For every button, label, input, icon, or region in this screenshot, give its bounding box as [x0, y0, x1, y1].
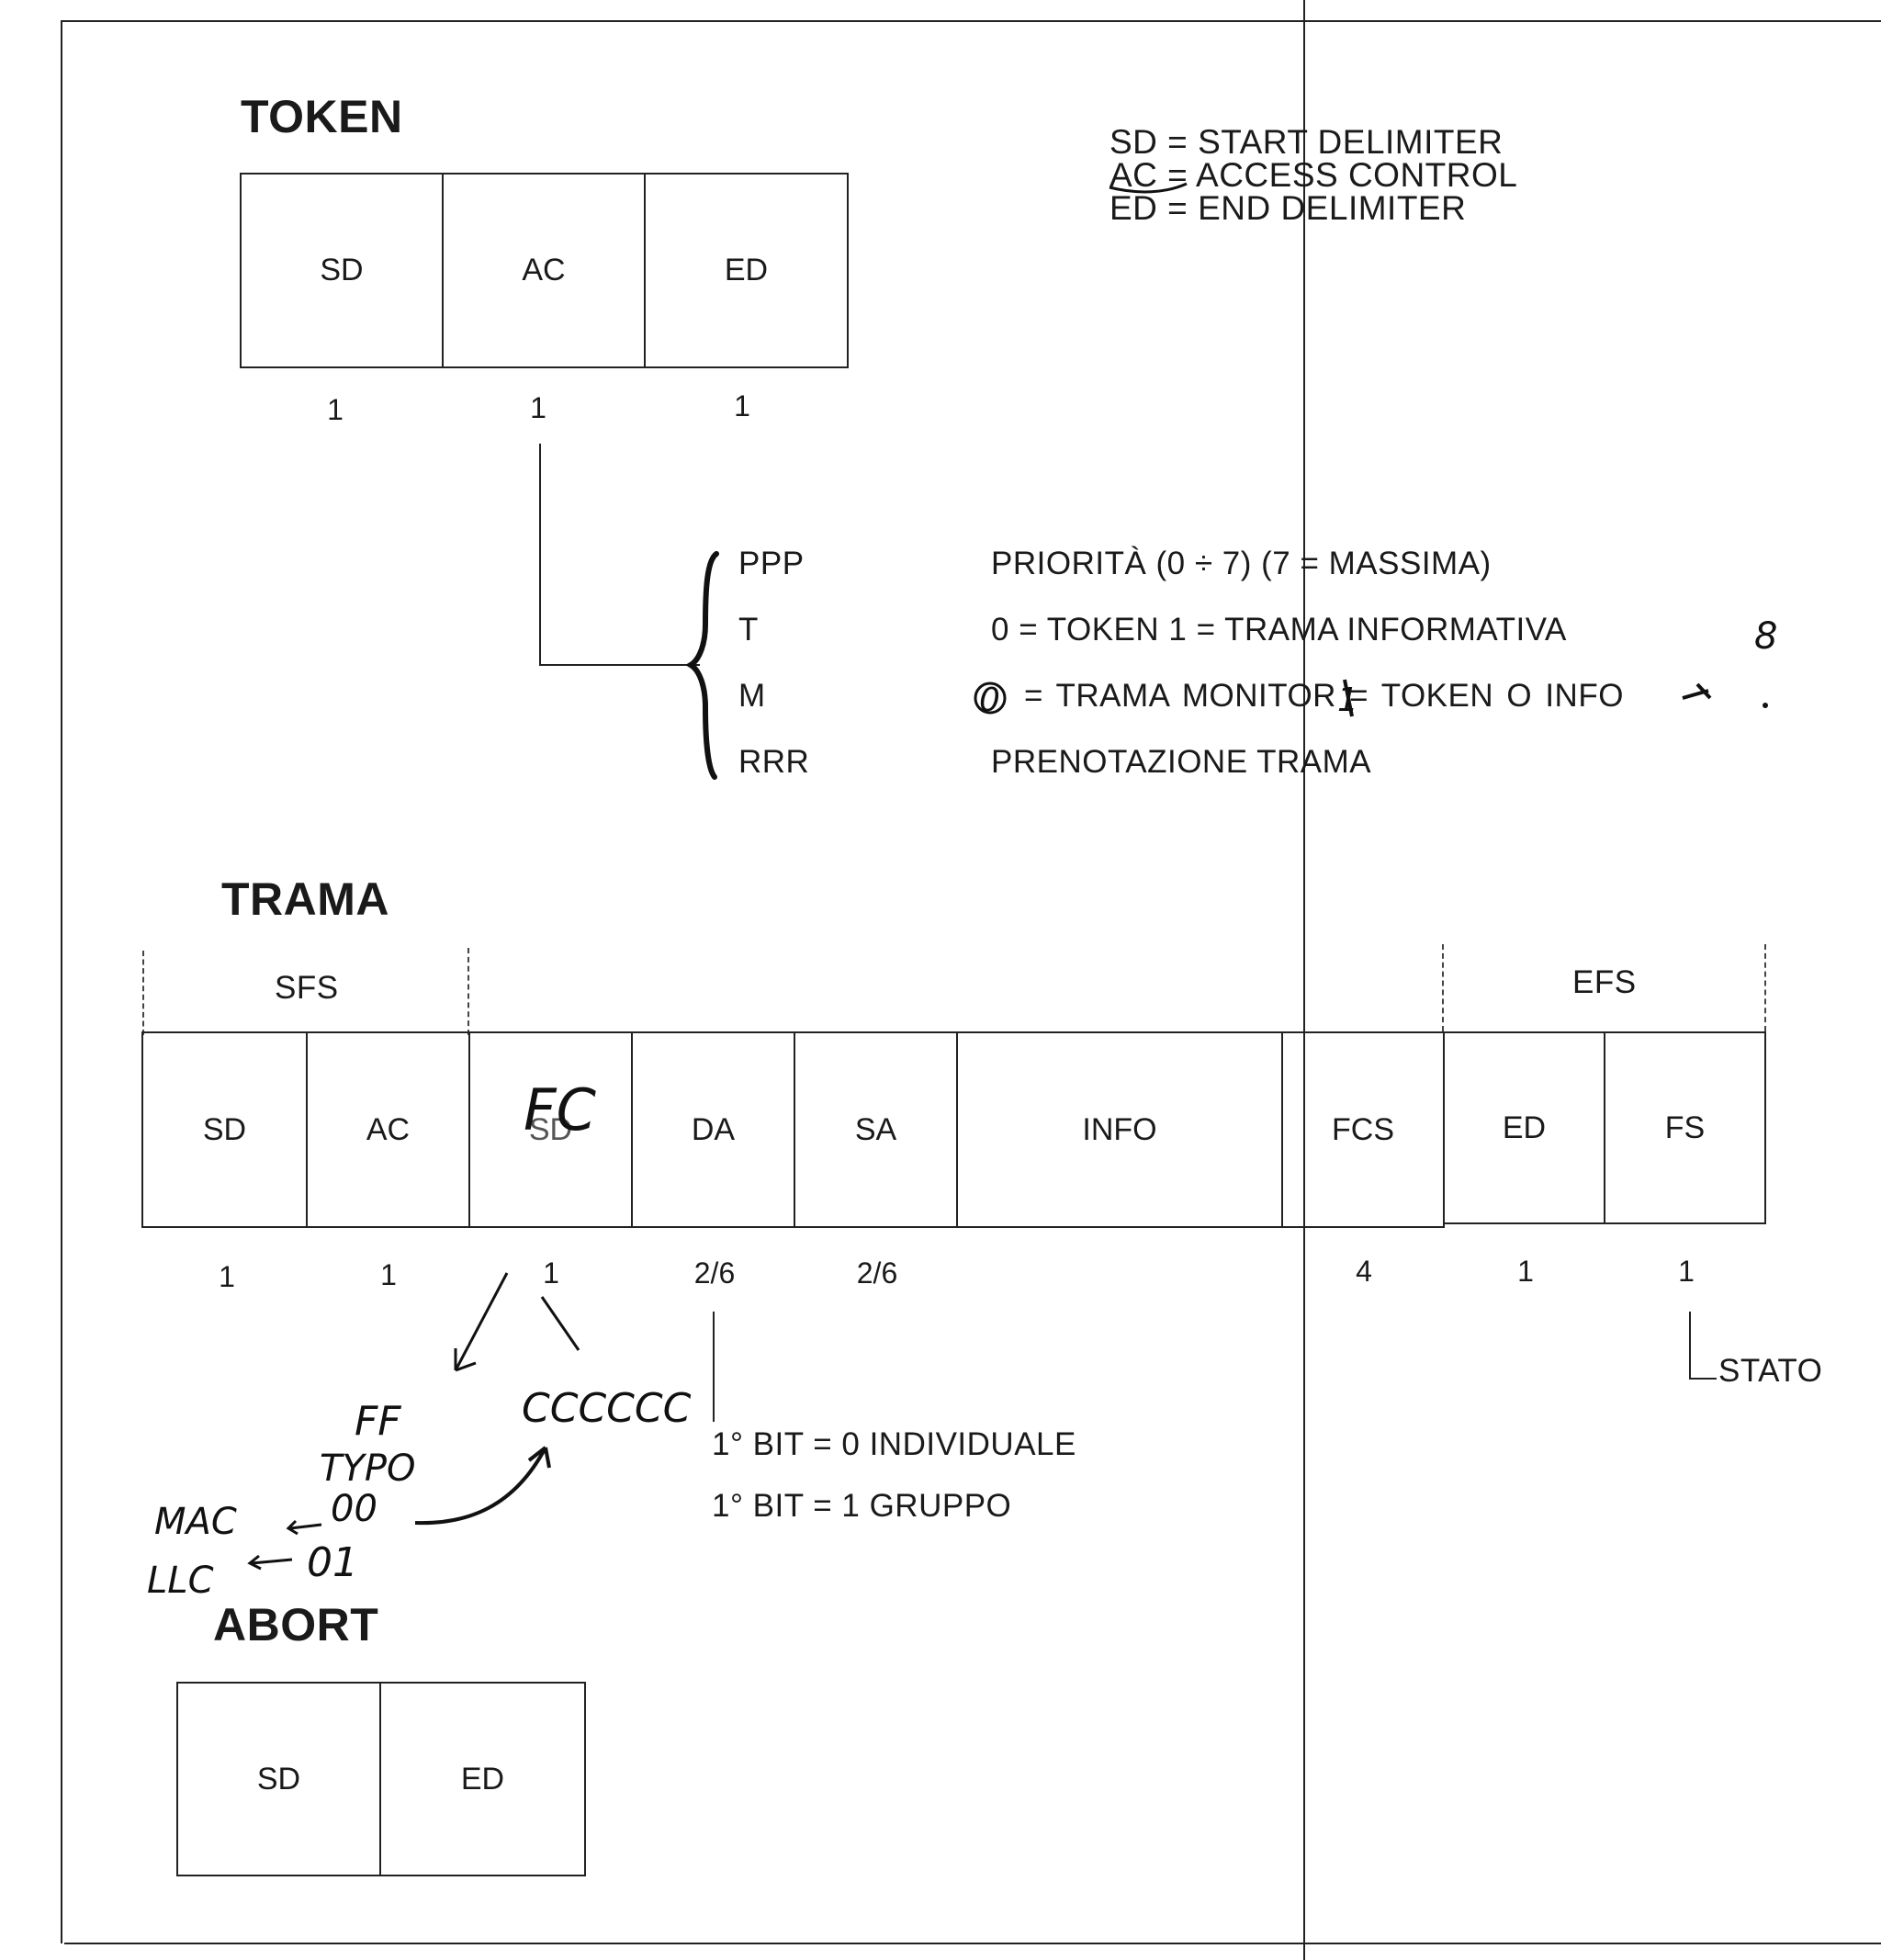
- info-dot: [1763, 703, 1768, 708]
- hw-fc: FC: [524, 1076, 597, 1143]
- ac-desc-t: 0 = TOKEN 1 = TRAMA INFORMATIVA: [991, 612, 1567, 648]
- trama-size-sd: 1: [219, 1260, 235, 1293]
- hw-mark-8: 8: [1754, 615, 1777, 658]
- stato-label: STATO: [1718, 1353, 1823, 1389]
- trama-field-sd-label: SD: [202, 1111, 247, 1147]
- abort-field-ed: ED: [379, 1682, 586, 1876]
- hw-typo: TYPO: [320, 1447, 415, 1490]
- address-bit-individual: 1° BIT = 0 INDIVIDUALE: [712, 1426, 1076, 1462]
- trama-size-fs: 1: [1678, 1255, 1695, 1288]
- llc-small-arrow: [247, 1554, 293, 1571]
- page-bottom-border: [64, 1943, 1881, 1944]
- efs-label: EFS: [1572, 964, 1637, 1000]
- hw-mac: MAC: [154, 1501, 237, 1543]
- mac-curve-arrow-head: [527, 1446, 551, 1469]
- sfs-label: SFS: [275, 970, 339, 1006]
- access-control-brace: [685, 551, 719, 780]
- info-arrow-mark: [1682, 682, 1712, 700]
- trama-field-fcs-label: FCS: [1332, 1111, 1394, 1147]
- fc-arrow-left: [454, 1272, 509, 1371]
- m-zero-circle: [974, 681, 1007, 715]
- sfs-dash-right: [467, 948, 469, 1035]
- token-size-sd: 1: [327, 393, 344, 426]
- trama-size-sa: 2/6: [856, 1256, 898, 1290]
- legend-ed: ED = END DELIMITER: [1109, 189, 1467, 227]
- page-fold-line: [1303, 0, 1305, 1960]
- hw-00: 00: [331, 1488, 377, 1530]
- hw-m-zero: 0: [979, 681, 1000, 719]
- abort-field-ed-label: ED: [460, 1761, 505, 1797]
- stato-connector-horizontal: [1689, 1378, 1717, 1380]
- address-bit-group: 1° BIT = 1 GRUPPO: [712, 1488, 1012, 1524]
- trama-field-fs-label: FS: [1664, 1110, 1706, 1145]
- trama-size-fc: 1: [543, 1256, 559, 1290]
- token-field-sd-label: SD: [320, 253, 364, 287]
- ac-code-m: M: [738, 678, 766, 714]
- abort-field-sd-label: SD: [256, 1761, 301, 1797]
- fc-arrow-left-head: [454, 1348, 477, 1372]
- page-left-border: [61, 20, 62, 1943]
- token-field-ed-label: ED: [724, 253, 769, 287]
- token-size-ac: 1: [530, 391, 546, 424]
- mac-curve-arrow: [414, 1447, 547, 1526]
- da-connector-line: [713, 1312, 715, 1422]
- m-one-strike: [1343, 679, 1354, 717]
- token-size-ed: 1: [734, 389, 750, 422]
- hw-m-one: 1: [1337, 681, 1358, 719]
- trama-field-ed-label: ED: [1502, 1110, 1547, 1145]
- efs-dash-right: [1764, 944, 1766, 1031]
- fc-arrow-right: [540, 1296, 580, 1351]
- sfs-dash-left: [142, 951, 144, 1035]
- trama-field-ac-label: AC: [366, 1111, 411, 1147]
- trama-title: TRAMA: [221, 873, 390, 925]
- trama-field-fc-label: SD: [528, 1111, 573, 1147]
- ac-connector-vertical: [539, 444, 541, 666]
- ac-code-ppp: PPP: [738, 546, 805, 581]
- ac-desc-ppp: PRIORITÀ (0 ÷ 7) (7 = MASSIMA): [991, 546, 1492, 581]
- ac-code-rrr: RRR: [738, 744, 810, 780]
- token-field-ed: ED: [644, 173, 849, 368]
- trama-field-fs: FS: [1604, 1031, 1766, 1224]
- legend-ac-underline: [1109, 182, 1188, 194]
- hw-llc: LLC: [147, 1560, 214, 1602]
- trama-size-fcs: 4: [1356, 1255, 1372, 1288]
- trama-size-da: 2/6: [693, 1256, 736, 1290]
- token-title: TOKEN: [241, 91, 403, 142]
- trama-field-info: INFO: [956, 1031, 1283, 1228]
- trama-field-info-label: INFO: [1082, 1111, 1157, 1147]
- token-field-ac-label: AC: [522, 253, 566, 287]
- hw-cccccc: CCCCCC: [522, 1385, 692, 1432]
- hw-01: 01: [307, 1539, 358, 1586]
- mac-small-arrow: [286, 1519, 322, 1536]
- ac-desc-m: = TRAMA MONITOR = TOKEN O INFO: [1024, 678, 1624, 714]
- page-top-border: [61, 20, 1881, 22]
- stato-connector-vertical: [1689, 1312, 1691, 1380]
- trama-field-da-label: DA: [691, 1111, 736, 1147]
- legend-sd: SD = START DELIMITER: [1109, 123, 1504, 161]
- ac-desc-rrr: PRENOTAZIONE TRAMA: [991, 744, 1372, 780]
- efs-dash-left: [1442, 944, 1444, 1031]
- trama-field-sa-label: SA: [854, 1111, 897, 1147]
- ac-connector-horizontal: [539, 664, 700, 666]
- trama-size-ac: 1: [380, 1258, 397, 1291]
- abort-title: ABORT: [213, 1599, 379, 1650]
- ac-code-t: T: [738, 612, 759, 648]
- trama-size-ed: 1: [1517, 1255, 1534, 1288]
- hw-ff: FF: [355, 1398, 401, 1445]
